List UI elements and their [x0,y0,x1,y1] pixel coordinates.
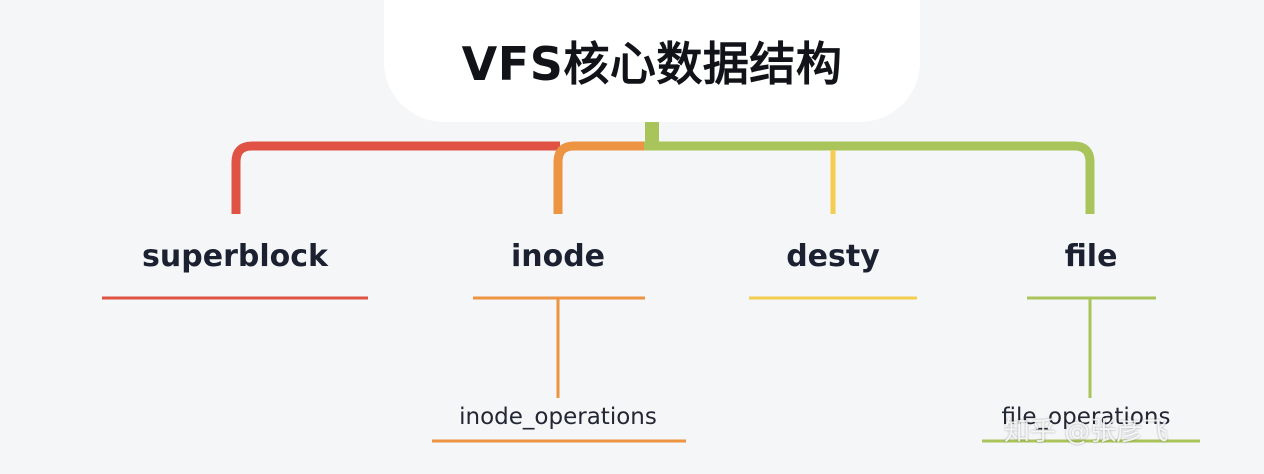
child-file-operations: file_operations [1001,404,1171,430]
watermark: 知乎 @张彦飞 [1004,417,1169,447]
connector-inode [553,141,644,214]
node-superblock: superblock [142,239,328,274]
node-inode: inode [510,239,606,274]
connector-superblock [231,141,560,214]
child-inode-operations: inode_operations [459,404,657,430]
connector-file [644,141,1095,214]
diagram-title: VFS核心数据结构 [461,37,843,91]
node-desty: desty [786,239,880,274]
title-box: VFS核心数据结构 [384,0,920,122]
node-file: file [1064,239,1118,274]
